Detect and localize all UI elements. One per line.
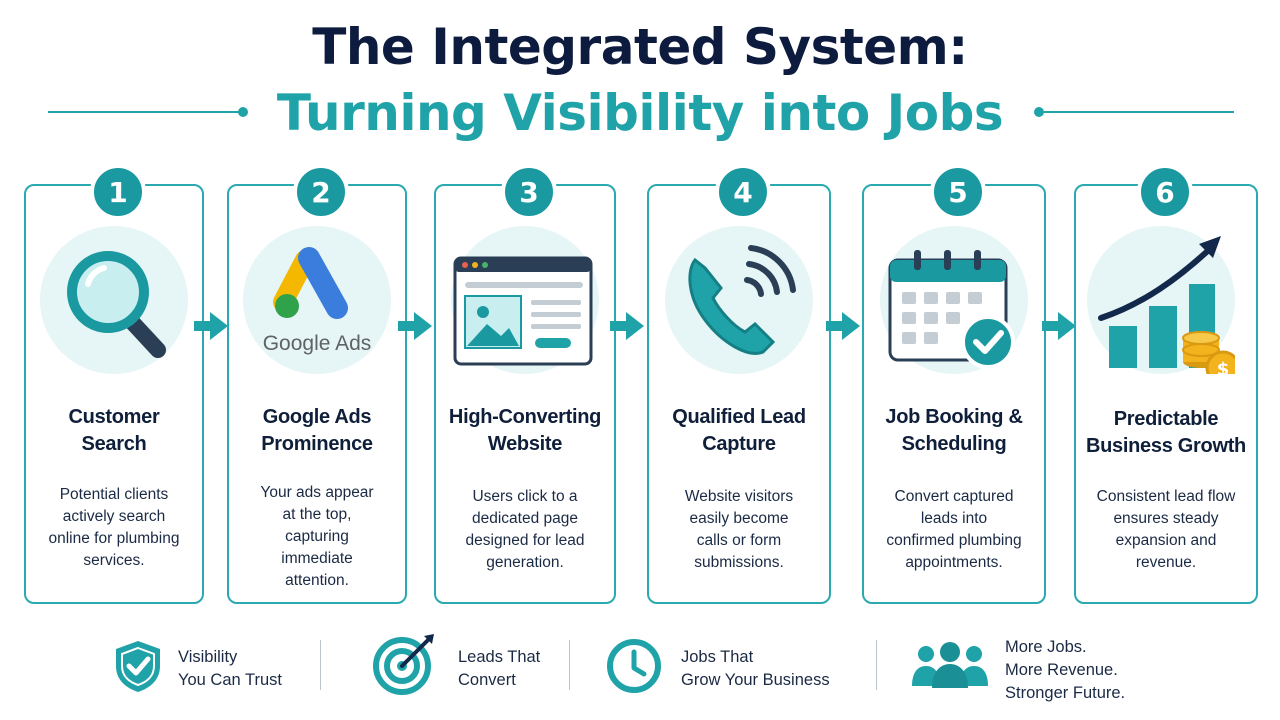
google-ads-logo: Google Ads: [263, 247, 372, 355]
growth-chart-icon: $: [1098, 236, 1235, 374]
step-description: Convert captured leads into confirmed pl…: [886, 488, 1022, 571]
step-title: High-Converting Website: [448, 406, 602, 455]
footer-text-future: More Jobs. More Revenue. Stronger Future…: [1005, 638, 1126, 702]
step-number-badge: 5: [930, 164, 986, 220]
svg-text:$: $: [1217, 359, 1230, 374]
step-number-badge: 2: [293, 164, 349, 220]
step-description: Your ads appear at the top, capturing im…: [260, 484, 374, 589]
step-title: Google Ads Prominence: [261, 406, 373, 455]
step-number-badge: 6: [1137, 164, 1193, 220]
title-rule-left: [48, 111, 240, 113]
flow-arrow-icon: [826, 312, 860, 340]
title-rule-right: [1044, 111, 1234, 113]
browser-window-icon: [453, 256, 593, 366]
footer-text-leads: Leads That Convert: [458, 648, 541, 689]
footer-divider: [320, 640, 321, 690]
step-number-badge: 3: [501, 164, 557, 220]
team-icon: [912, 642, 988, 688]
clock-icon: [607, 639, 661, 693]
footer-divider: [876, 640, 877, 690]
step-title: Qualified Lead Capture: [672, 406, 806, 455]
footer-text-visibility: Visibility You Can Trust: [178, 648, 282, 689]
step-description: Users click to a dedicated page designed…: [465, 488, 585, 571]
calendar-check-icon: [888, 250, 1015, 369]
step-number-badge: 1: [90, 164, 146, 220]
page-title: The Integrated System:: [312, 18, 968, 76]
flow-arrow-icon: [610, 312, 644, 340]
title-rule-dot-left: [238, 107, 248, 117]
footer-divider: [569, 640, 570, 690]
flow-arrow-icon: [1042, 312, 1076, 340]
step-description: Website visitors easily become calls or …: [684, 488, 794, 571]
page-subtitle: Turning Visibility into Jobs: [276, 84, 1004, 142]
step-description: Consistent lead flow ensures steady expa…: [1096, 488, 1236, 571]
step-title: Customer Search: [68, 406, 160, 455]
step-description: Potential clients actively search online…: [48, 486, 180, 569]
coin-stack-icon: $: [1182, 331, 1235, 374]
target-icon: [373, 634, 434, 695]
magnifier-icon: [67, 251, 166, 358]
step-title: Job Booking & Scheduling: [885, 406, 1023, 455]
flow-arrow-icon: [194, 312, 228, 340]
step-number-badge: 4: [715, 164, 771, 220]
shield-check-icon: [116, 641, 160, 692]
phone-call-icon: [688, 245, 796, 355]
google-ads-logo-text: Google Ads: [263, 332, 372, 355]
step-title: Predictable Business Growth: [1086, 408, 1246, 457]
title-rule-dot-right: [1034, 107, 1044, 117]
flow-arrow-icon: [398, 312, 432, 340]
footer-text-jobs: Jobs That Grow Your Business: [681, 648, 830, 689]
